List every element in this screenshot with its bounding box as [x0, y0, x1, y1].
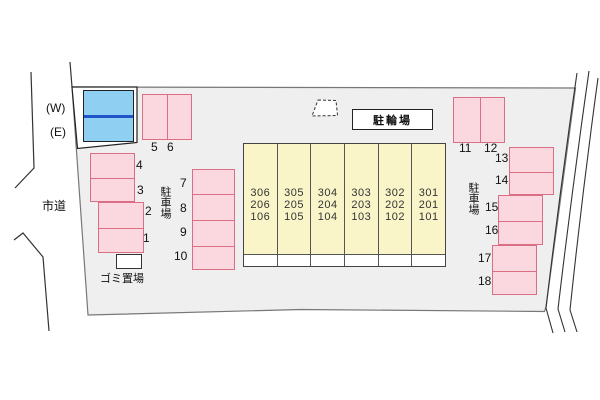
parking-lot-label-right: 駐車場: [467, 182, 479, 215]
unit-entrance-strip: [378, 254, 412, 266]
stall-box-2-1: [98, 202, 144, 253]
stall-divider: [193, 246, 234, 247]
unit-entrance-strip: [412, 254, 446, 266]
garbage-area-box: [116, 254, 142, 269]
building-unit-column: 305 205 105: [277, 144, 312, 266]
stall-number-13: 13: [495, 151, 509, 165]
stall-divider: [167, 95, 168, 139]
dashed-outline-area: [311, 99, 339, 117]
stall-divider: [193, 194, 234, 195]
unit-entrance-strip: [311, 254, 345, 266]
stall-divider: [499, 221, 542, 222]
stall-number-6: 6: [167, 140, 174, 154]
bicycle-parking-box: 駐輪場: [352, 109, 433, 130]
stall-divider: [91, 178, 134, 179]
unit-numbers: 304 204 104: [317, 187, 338, 223]
garbage-area-label: ゴミ置場: [100, 273, 144, 285]
stall-box-15-16: [498, 195, 543, 245]
stall-number-2: 2: [145, 204, 152, 218]
stall-number-14: 14: [495, 173, 509, 187]
stall-number-5: 5: [151, 140, 158, 154]
stall-divider: [99, 228, 143, 229]
stall-divider: [510, 172, 553, 173]
stall-number-4: 4: [136, 158, 143, 172]
blue-box-divider: [84, 115, 133, 118]
building-unit-column: 303 203 103: [345, 144, 379, 266]
unit-entrance-strip: [277, 254, 311, 266]
building-unit-column: 301 201 101: [412, 144, 446, 266]
parking-lot-label-left: 駐車場: [159, 186, 171, 219]
stall-divider: [493, 271, 536, 272]
stall-box-13-14: [509, 147, 554, 195]
bicycle-parking-label: 駐輪場: [373, 114, 412, 127]
compass-east-label: (E): [50, 125, 66, 139]
stall-divider: [193, 220, 234, 221]
stall-number-9: 9: [180, 225, 187, 239]
stall-box-7-10: [192, 169, 235, 270]
building-unit-column: 306 206 106: [244, 144, 278, 266]
left-road-upper-line: [14, 71, 35, 189]
stall-box-17-18: [492, 245, 537, 295]
stall-number-11: 11: [459, 141, 472, 155]
stall-box-11-12: [453, 97, 505, 143]
stall-number-1: 1: [143, 231, 150, 245]
right-road-line-outer: [569, 77, 599, 333]
stall-box-5-6: [142, 94, 192, 140]
blue-divided-box: [83, 90, 134, 142]
right-road-line-inner: [545, 72, 578, 334]
stall-number-15: 15: [485, 200, 499, 214]
unit-numbers: 305 205 105: [284, 187, 304, 223]
building-unit-column: 302 202 102: [378, 144, 413, 266]
right-road-line-middle: [557, 70, 590, 333]
stall-number-12: 12: [484, 141, 498, 155]
unit-numbers: 306 206 106: [250, 187, 271, 223]
stall-number-7: 7: [180, 176, 187, 190]
stall-number-16: 16: [485, 223, 499, 237]
unit-entrance-strip: [244, 254, 277, 266]
unit-numbers: 301 201 101: [418, 187, 439, 223]
stall-number-8: 8: [180, 201, 187, 215]
unit-numbers: 303 203 103: [351, 187, 372, 223]
boundary-stub-line: [69, 61, 73, 88]
building: 306 206 106 305 205 105 304 204 104: [243, 143, 446, 267]
city-road-label: 市道: [42, 199, 67, 213]
stall-number-10: 10: [174, 249, 188, 263]
unit-numbers: 302 202 102: [385, 187, 405, 223]
stall-divider: [480, 98, 481, 142]
building-unit-column: 304 204 104: [311, 144, 346, 266]
stall-box-4-3: [90, 153, 135, 202]
stall-number-17: 17: [478, 251, 492, 265]
left-road-lower-line: [13, 232, 50, 332]
unit-entrance-strip: [345, 254, 378, 266]
stall-number-3: 3: [137, 183, 144, 197]
stall-number-18: 18: [478, 274, 492, 288]
compass-west-label: (W): [46, 101, 66, 115]
